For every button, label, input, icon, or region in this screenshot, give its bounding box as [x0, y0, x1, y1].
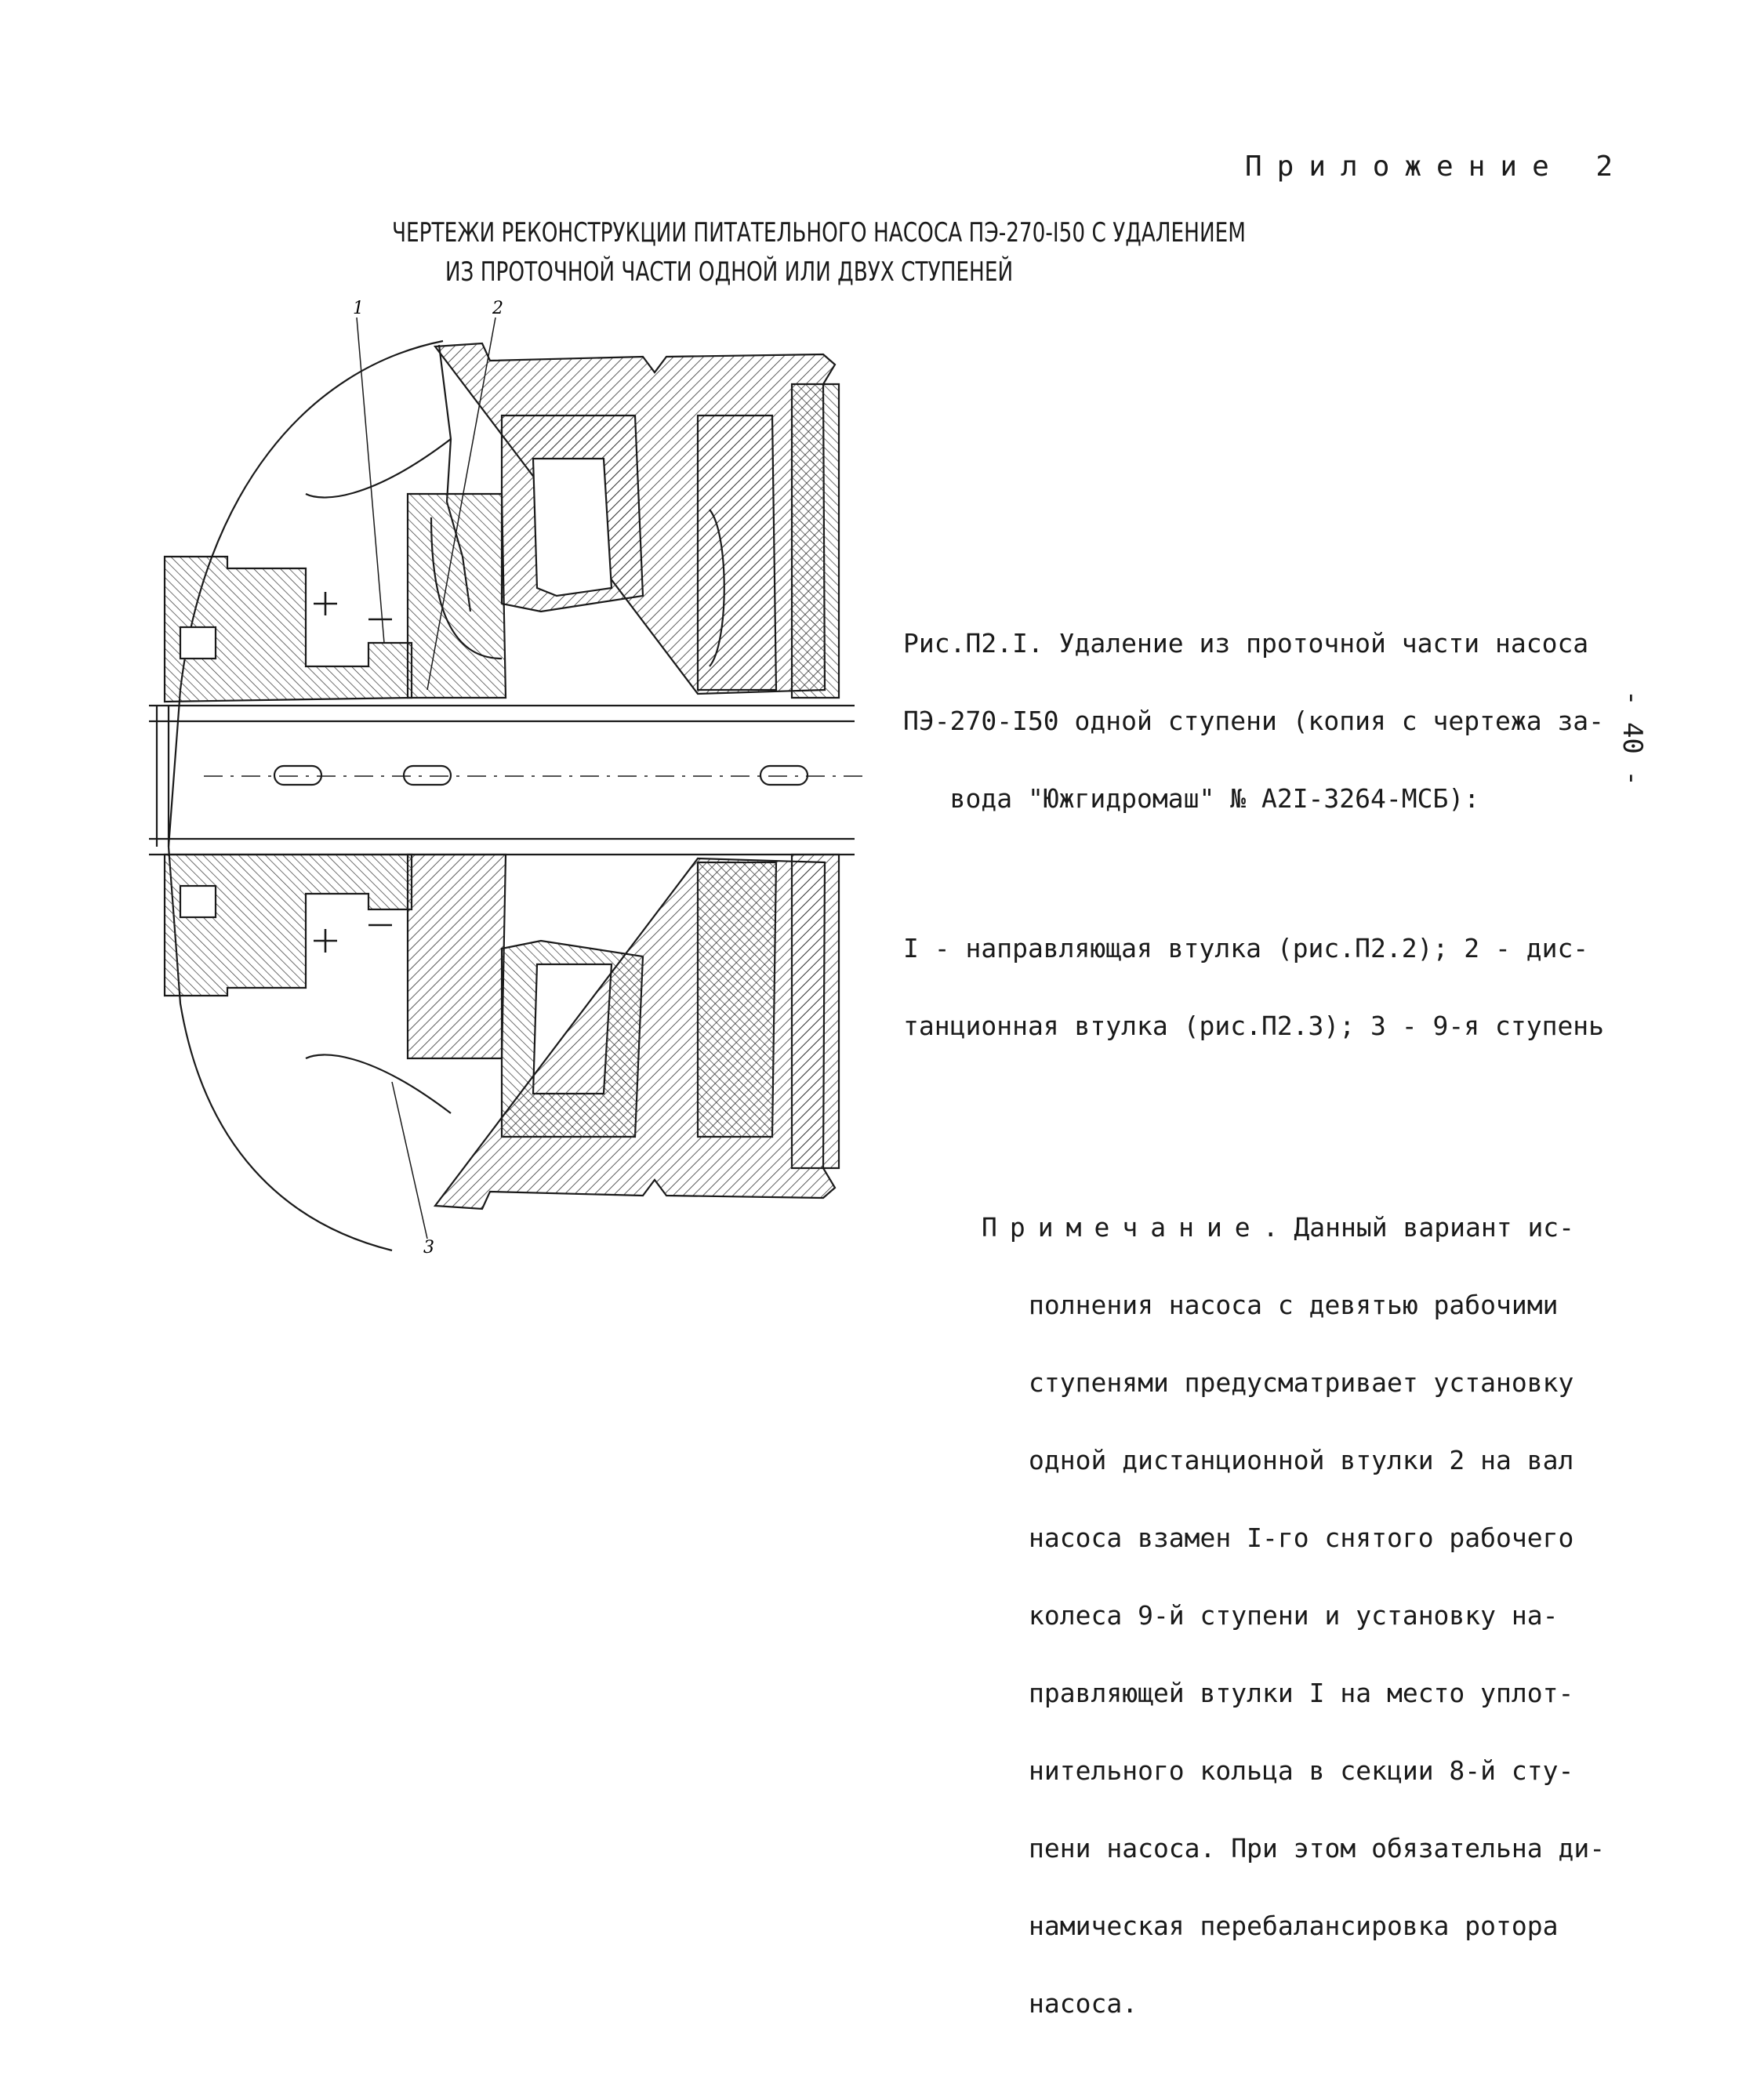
note-line: нительного кольца в секции 8-й сту- — [1029, 1755, 1574, 1786]
note-heading: Примечание — [982, 1212, 1263, 1243]
document-title: ЧЕРТЕЖИ РЕКОНСТРУКЦИИ ПИТАТЕЛЬНОГО НАСОС… — [392, 213, 1246, 292]
note-line: ступенями предусматривает установку — [1029, 1367, 1574, 1398]
note-block: Примечание. Данный вариант ис- полнения … — [903, 1163, 1624, 2068]
callout-1: 1 — [353, 299, 364, 318]
pump-section-drawing: 1 2 3 — [149, 299, 870, 1254]
note-line: полнения насоса с девятью рабочими — [1029, 1290, 1559, 1320]
callout-3: 3 — [423, 1238, 434, 1254]
figure-caption: Рис.П2.I. Удаление из проточной части на… — [903, 579, 1624, 2094]
note-line: намическая перебалансировка ротора — [1029, 1911, 1559, 1941]
figure-legend: I - направляющая втулка (рис.П2.2); 2 - … — [903, 884, 1624, 1091]
note-line: колеса 9-й ступени и установку на- — [1029, 1600, 1559, 1631]
legend-line: танционная втулка (рис.П2.3); 3 - 9-я ст… — [903, 1011, 1605, 1041]
note-line: насоса взамен I-го снятого рабочего — [1029, 1522, 1574, 1553]
page-number: - 40 - — [1617, 690, 1648, 786]
appendix-label: Приложение 2 — [1245, 151, 1628, 183]
note-first-line-text: . Данный вариант ис- — [1262, 1212, 1575, 1243]
note-line: правляющей втулки I на место уплот- — [1029, 1678, 1574, 1708]
note-line: одной дистанционной втулки 2 на вал — [1029, 1445, 1574, 1475]
caption-line: ПЭ-270-I50 одной ступени (копия с чертеж… — [903, 706, 1605, 736]
caption-line: Рис.П2.I. Удаление из проточной части на… — [903, 628, 1589, 659]
title-line-1: ЧЕРТЕЖИ РЕКОНСТРУКЦИИ ПИТАТЕЛЬНОГО НАСОС… — [392, 217, 1246, 249]
note-first-line: Примечание. Данный вариант ис- — [903, 1214, 1624, 1240]
title-line-2: ИЗ ПРОТОЧНОЙ ЧАСТИ ОДНОЙ ИЛИ ДВУХ СТУПЕН… — [445, 256, 1014, 288]
callout-2: 2 — [492, 299, 503, 318]
caption-line: вода "Южгидромаш" № A2I-3264-МСБ): — [903, 783, 1480, 814]
legend-line: I - направляющая втулка (рис.П2.2); 2 - … — [903, 933, 1589, 964]
note-line: насоса. — [1029, 1988, 1138, 2019]
note-line: пени насоса. При этом обязательна ди- — [1029, 1833, 1606, 1864]
